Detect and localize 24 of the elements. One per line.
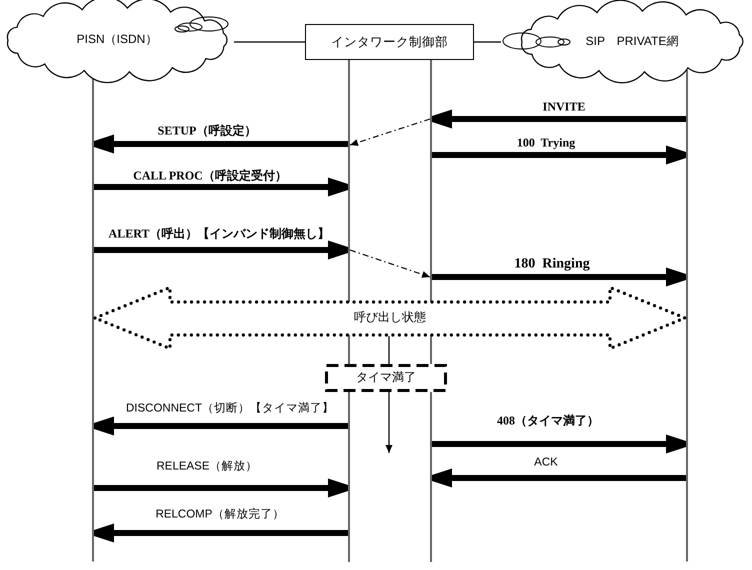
connector-line — [474, 41, 501, 43]
process-box: インタワーク制御部 — [305, 24, 474, 60]
message-label: ALERT（呼出）【インバンド制御無し】 — [108, 227, 330, 241]
lifeline — [348, 60, 350, 562]
message-label: CALL PROC（呼設定受付） — [133, 169, 287, 183]
dash-dot-arrow — [350, 118, 430, 146]
dash-dot-arrow — [350, 249, 430, 278]
double-headed-arrow: 呼び出し状態 — [94, 286, 686, 350]
message-label: ACK — [534, 456, 558, 470]
dashed-box: タイマ満了 — [325, 364, 447, 392]
message-label: 100 Trying — [516, 136, 576, 150]
message-label: SETUP（呼設定） — [158, 124, 256, 138]
message-label: RELCOMP（解放完了） — [156, 508, 284, 522]
message-label: RELEASE（解放） — [156, 460, 258, 474]
connector-line — [388, 336, 390, 364]
message-label: 180 Ringing — [514, 256, 590, 272]
message-label: 408（タイマ満了） — [497, 414, 599, 428]
lifeline — [430, 60, 432, 562]
lifeline — [686, 70, 688, 562]
connector-line — [234, 41, 305, 43]
message-label: DISCONNECT（切断）【タイマ満了】 — [126, 402, 334, 416]
message-label: INVITE — [542, 100, 586, 114]
lifeline — [92, 79, 94, 562]
arrow — [386, 392, 392, 453]
